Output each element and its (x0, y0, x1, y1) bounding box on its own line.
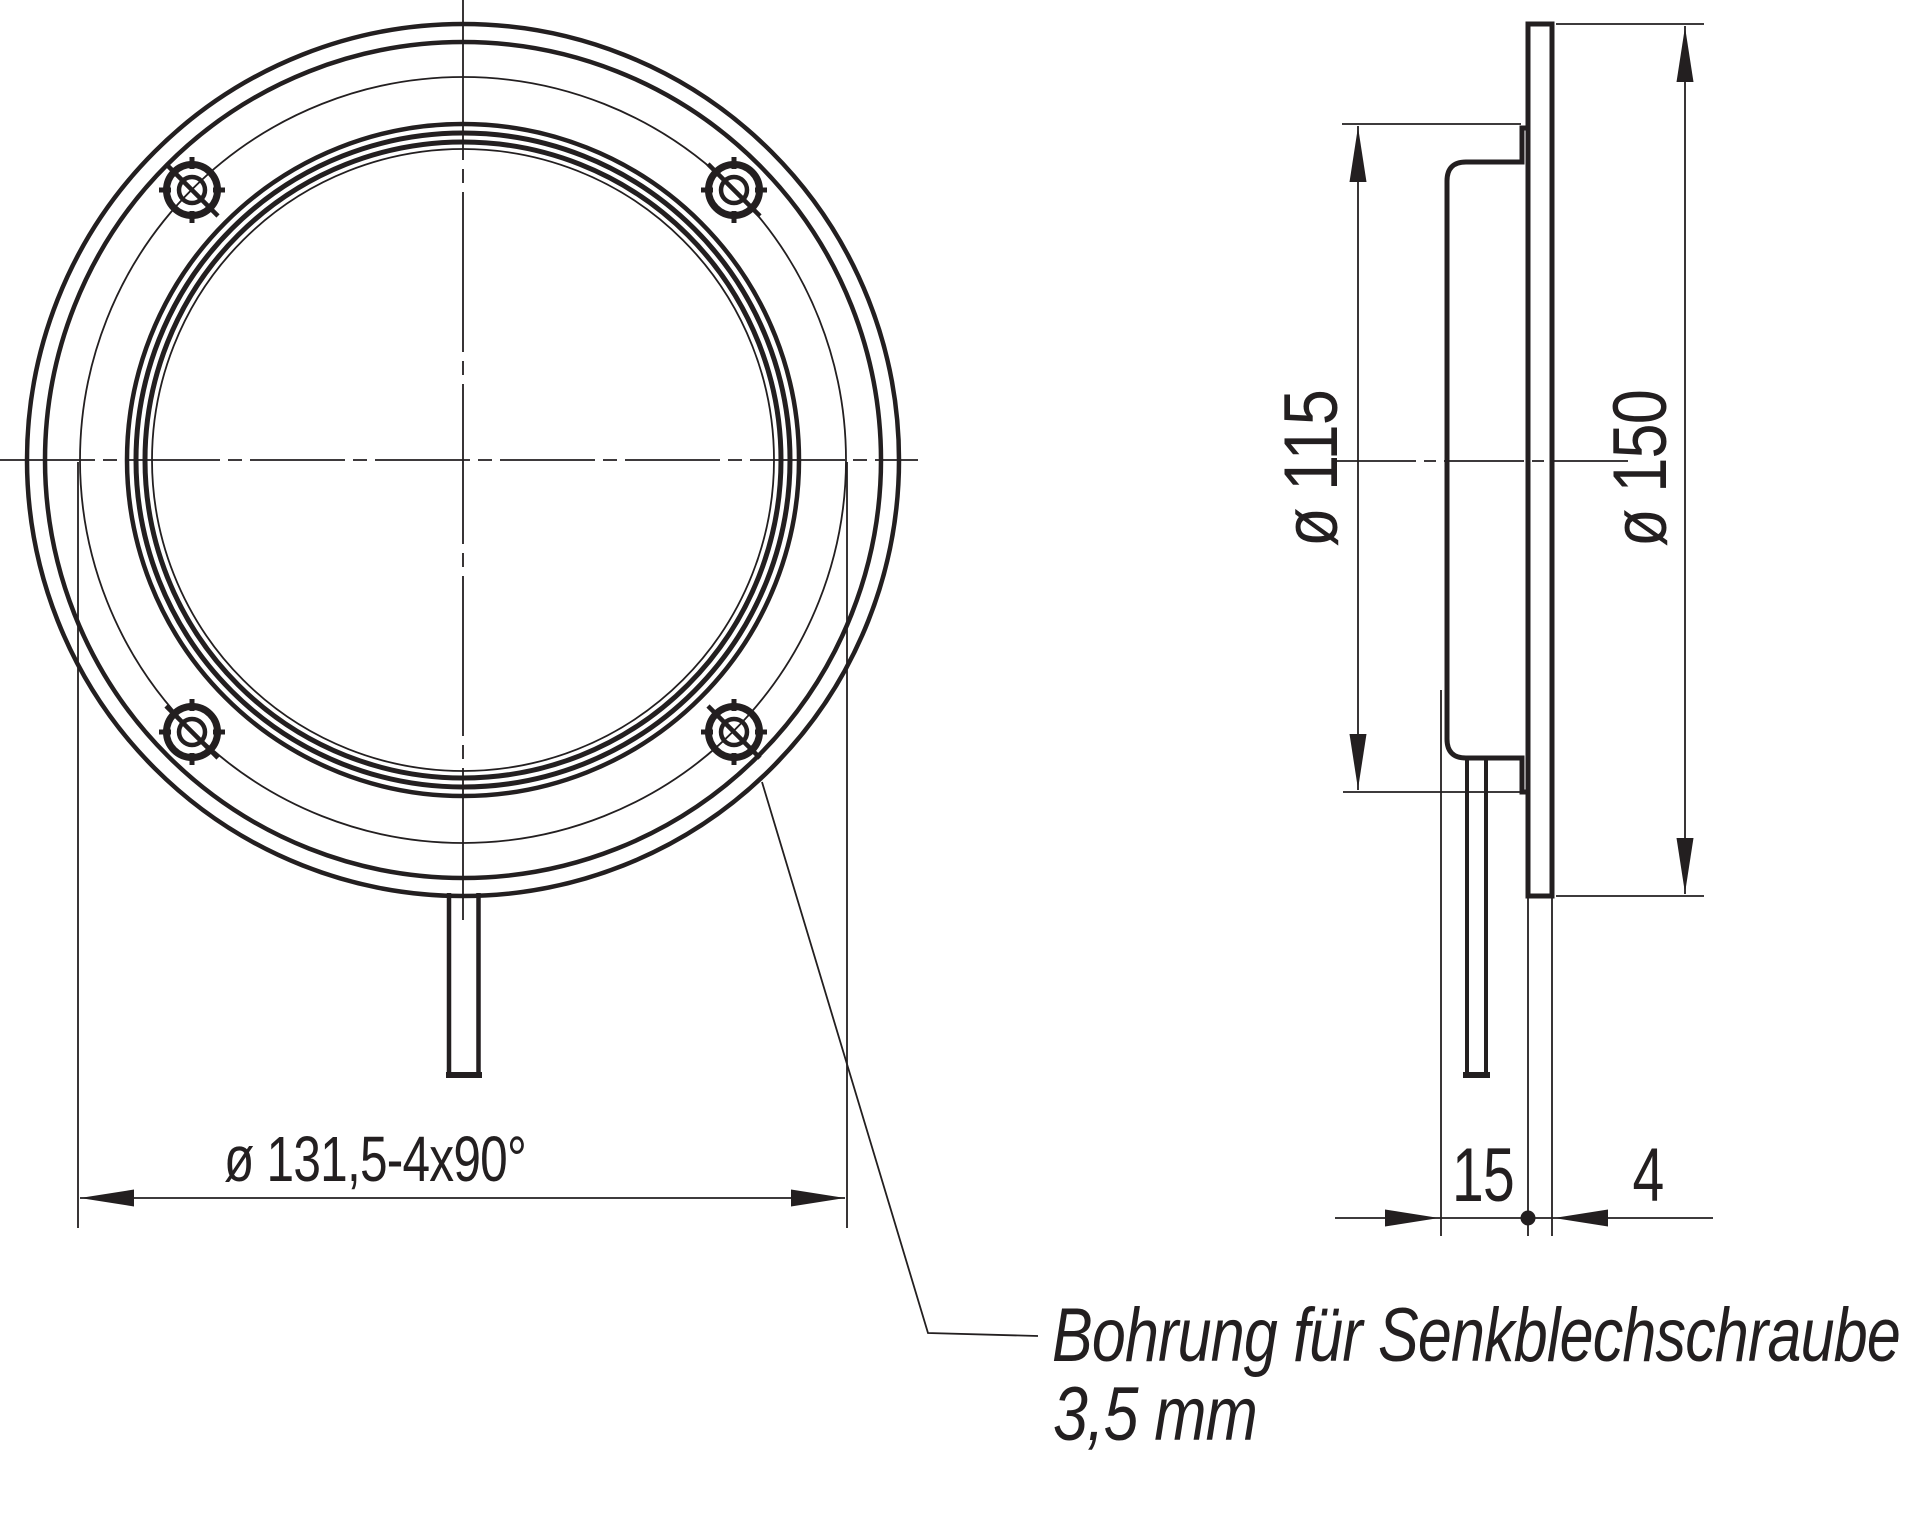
basket-diameter-label: ø 115 (1269, 390, 1354, 547)
arrowhead-left (80, 1189, 134, 1207)
arrowhead-right (1385, 1209, 1439, 1227)
terminal-tab-front (446, 893, 482, 1078)
flange-side (1525, 21, 1555, 899)
screw-hole-leader (761, 781, 1039, 1337)
mounting-depth-label: 15 (1452, 1133, 1514, 1218)
screw-hole-bottom-right (701, 699, 767, 765)
bolt-circle-dimension: ø 131,5-4x90° (77, 462, 848, 1228)
basket-diameter-dimension: ø 115 (1269, 123, 1521, 793)
arrowhead-right (791, 1189, 845, 1207)
note-line-2: 3,5 mm (1053, 1372, 1257, 1457)
note-line-1: Bohrung für Senkblechschraube (1052, 1293, 1900, 1378)
flange-plate (1525, 21, 1555, 899)
arrowhead-left (1554, 1209, 1608, 1227)
dimension-dot (1520, 1210, 1536, 1226)
flange-thickness-label: 4 (1633, 1133, 1664, 1218)
side-view: ø 115 ø 150 15 4 (1269, 21, 1713, 1236)
arrowhead-down (1676, 838, 1694, 893)
screw-hole-note: Bohrung für Senkblechschraube 3,5 mm (1052, 1293, 1901, 1457)
arrowhead-up (1349, 127, 1367, 182)
front-view: ø 131,5-4x90° (0, 0, 1039, 1337)
overall-diameter-dimension: ø 150 (1556, 23, 1704, 897)
arrowhead-up (1676, 27, 1694, 82)
arrowhead-down (1349, 734, 1367, 789)
overall-diameter-label: ø 150 (1598, 390, 1683, 547)
screw-hole-top-right (701, 157, 767, 223)
bolt-circle-dimension-label: ø 131,5-4x90° (224, 1123, 526, 1195)
depth-dimensions: 15 4 (1335, 690, 1713, 1236)
terminal-tab-side (1463, 758, 1490, 1078)
front-centerlines (0, 0, 918, 920)
basket-profile (1444, 125, 1529, 795)
